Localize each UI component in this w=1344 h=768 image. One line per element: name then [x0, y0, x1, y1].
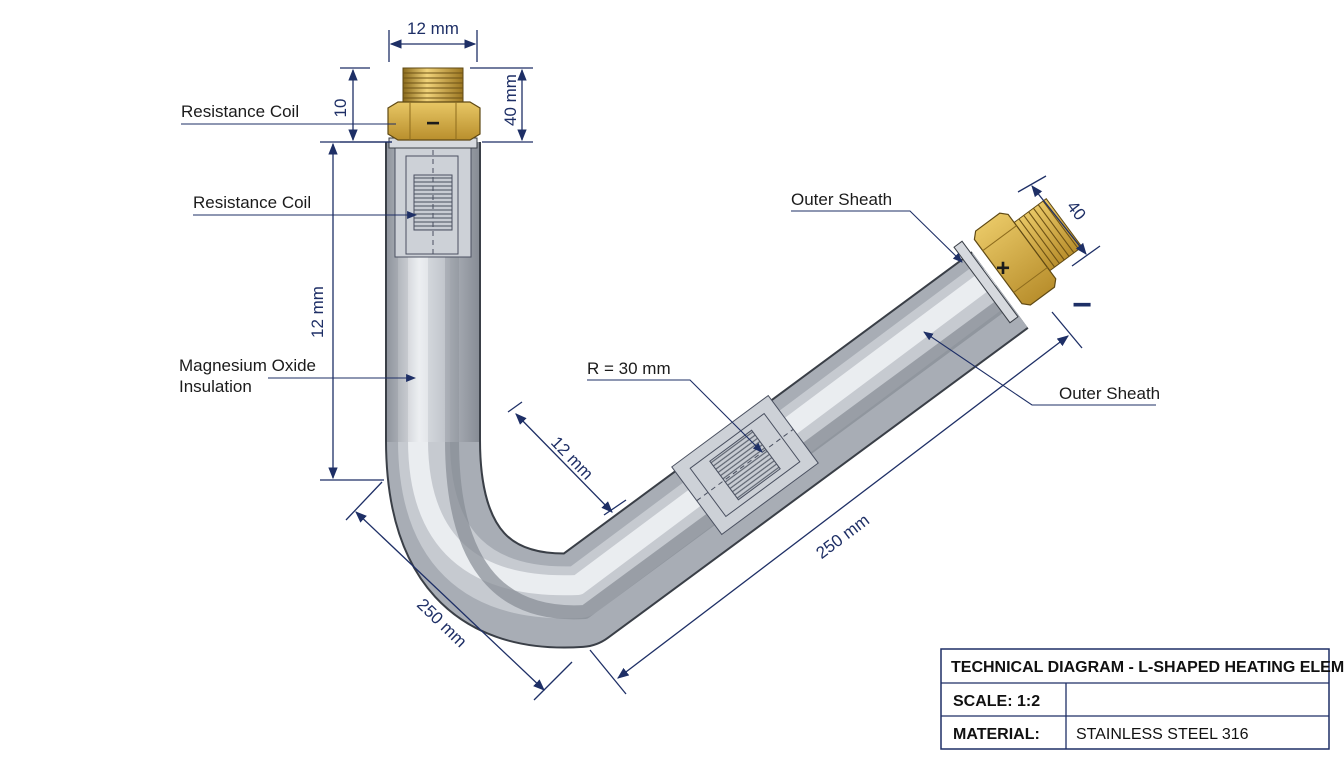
title-block: TECHNICAL DIAGRAM - L-SHAPED HEATING ELE… [940, 648, 1344, 750]
label-magnesium-oxide: Magnesium Oxide Insulation [179, 356, 416, 396]
label-bend-radius: R = 30 mm [587, 359, 763, 453]
svg-text:Resistance Coil: Resistance Coil [181, 102, 299, 121]
svg-text:Outer Sheath: Outer Sheath [1059, 384, 1160, 403]
title-block-material-value: STAINLESS STEEL 316 [1076, 726, 1249, 743]
svg-text:12 mm: 12 mm [547, 433, 597, 484]
positive-terminal-symbol: + [996, 255, 1010, 282]
title-block-scale: SCALE: 1:2 [953, 693, 1040, 710]
label-outer-sheath-right: Outer Sheath [923, 331, 1160, 406]
negative-terminal-symbol: − [426, 110, 440, 137]
top-fitting: − [387, 67, 481, 141]
label-resistance-coil: Resistance Coil [193, 193, 417, 219]
svg-text:Resistance Coil: Resistance Coil [193, 193, 311, 212]
svg-text:12 mm: 12 mm [407, 19, 459, 38]
svg-text:Magnesium Oxide: Magnesium Oxide [179, 356, 316, 375]
loose-negative-symbol: − [1072, 286, 1092, 324]
svg-text:250 mm: 250 mm [812, 511, 872, 563]
svg-text:12 mm: 12 mm [308, 286, 327, 338]
dimension-vertical-diameter: 12 mm [308, 141, 392, 481]
dimension-inner-diameter: 12 mm [507, 401, 627, 516]
svg-text:R = 30 mm: R = 30 mm [587, 359, 671, 378]
pipe [385, 142, 1029, 649]
dimension-fitting-height: 40 mm [470, 67, 533, 143]
svg-text:Insulation: Insulation [179, 377, 252, 396]
right-sheath-ring [953, 240, 1019, 324]
svg-text:40: 40 [1063, 197, 1090, 224]
svg-text:Outer Sheath: Outer Sheath [791, 190, 892, 209]
title-block-title: TECHNICAL DIAGRAM - L-SHAPED HEATING ELE… [951, 659, 1344, 676]
vertical-coil-cutaway [394, 144, 472, 258]
dimension-top-width: 12 mm [388, 19, 478, 62]
label-outer-sheath-top: Outer Sheath [791, 190, 963, 263]
svg-text:40 mm: 40 mm [501, 74, 520, 126]
svg-text:10: 10 [331, 99, 350, 118]
label-resistance-coil-top: Resistance Coil [181, 102, 396, 125]
dimension-nut-height: 10 [331, 67, 392, 143]
title-block-material-label: MATERIAL: [953, 726, 1040, 743]
